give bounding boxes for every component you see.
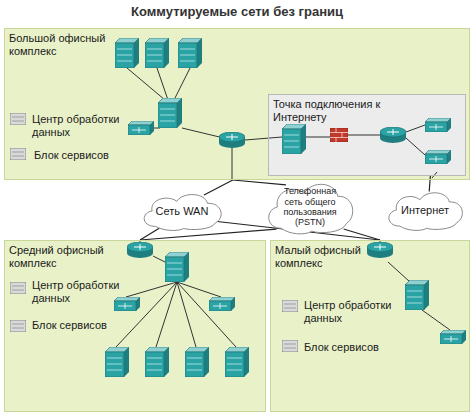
switch-icon [114, 297, 140, 311]
server-icon [10, 113, 26, 125]
cloud-text-box: Интернет [395, 204, 455, 217]
network-cloud: Интернет [383, 188, 467, 232]
region-ground [4, 28, 470, 180]
network-link [140, 229, 276, 240]
switch-icon [165, 252, 189, 282]
server-icon [282, 340, 298, 352]
network-link [344, 229, 380, 240]
switch-icon [209, 297, 235, 311]
switch-icon [105, 347, 129, 377]
network-link [204, 180, 233, 195]
switch-icon [145, 347, 169, 377]
device-icons [10, 38, 466, 377]
service-name: Блок сервисов [32, 319, 107, 332]
switch-icon [425, 150, 451, 164]
network-link [233, 180, 286, 185]
region-ground [4, 240, 266, 412]
cloud-label: Сеть WAN [150, 205, 214, 218]
service-name: Центр обработки данных [32, 113, 126, 138]
region-title: Малый офисный комплекс [275, 244, 375, 269]
service-name: Центр обработки данных [32, 279, 126, 304]
switch-icon [128, 121, 154, 135]
cloud-shape [269, 184, 353, 234]
switch-icon [158, 98, 182, 128]
server-icon [282, 300, 298, 312]
switch-icon [145, 38, 169, 68]
cloud-label: Телефонная сеть общего пользования (PSTN… [275, 186, 345, 227]
region-ground [270, 240, 470, 412]
server-icon [10, 282, 26, 294]
cloud-label: Интернет [395, 204, 455, 217]
service-name: Блок сервисов [304, 341, 379, 354]
region-panel: Средний офисный комплексЦентр обработки … [4, 240, 266, 412]
router-icon [219, 132, 245, 148]
service-name: Блок сервисов [34, 149, 109, 162]
diagram-title: Коммутируемые сети без границ [0, 4, 474, 19]
switch-icon [185, 347, 209, 377]
network-link [429, 176, 430, 192]
cloud-shape [389, 193, 462, 231]
switch-icon [440, 330, 466, 344]
server-icon [10, 320, 26, 332]
router-icon [367, 242, 393, 258]
region-panel: Малый офисный комплексЦентр обработки да… [270, 240, 470, 412]
switch-icon [425, 118, 451, 132]
router-icon [127, 242, 153, 258]
cloud-text-box: Телефонная сеть общего пользования (PSTN… [275, 186, 345, 227]
switch-icon [225, 347, 249, 377]
region-title: Точка подключения к Интернету [273, 98, 395, 123]
router-icon [380, 127, 406, 143]
region-panel: Большой офисный комплексЦентр обработки … [4, 28, 470, 180]
switch-icon [405, 280, 429, 310]
switch-icon [178, 38, 202, 68]
network-cloud: Сеть WAN [138, 190, 226, 232]
server-icon [10, 148, 26, 160]
cloud-shape [144, 195, 221, 231]
service-name: Центр обработки данных [304, 299, 398, 324]
switch-icon [115, 38, 139, 68]
firewall-icon [330, 128, 348, 142]
network-cloud: Телефонная сеть общего пользования (PSTN… [262, 178, 358, 236]
switch-icon [282, 124, 306, 154]
region-panel: Точка подключения к Интернету [268, 94, 466, 176]
region-title: Большой офисный комплекс [9, 32, 121, 57]
region-title: Средний офисный комплекс [9, 244, 113, 269]
cloud-text-box: Сеть WAN [150, 205, 214, 218]
